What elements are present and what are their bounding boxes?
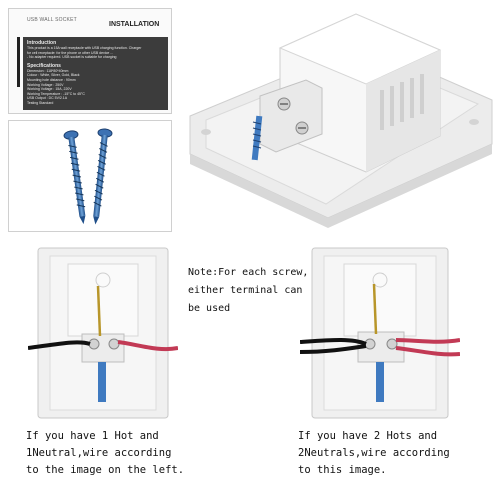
wiring-1hot-1neutral-image [28,247,178,419]
spec-line: Working Voltage : 15A, 220V [27,87,72,92]
socket-back-image [189,13,493,228]
caption-line: to the image on the left. [26,464,185,476]
screws-illustration [63,128,113,225]
screw-icon [63,130,86,225]
manual-header-right: INSTALLATION [109,21,160,28]
caption-line: 1Neutral,wire according [26,447,172,459]
spec-line: Testing Standard [27,100,54,105]
note-line: be used [188,303,231,314]
specifications-heading: Specifications [27,62,61,69]
caption-line: to this image. [298,464,387,476]
spec-line: Colour : White, Silver, Gold, Black [27,73,80,78]
intro-line: This product is a 15A wall receptacle wi… [27,46,142,50]
spec-line: Working Voltage : 250V [27,82,64,87]
intro-line: for cell receptacle: for the phone or ot… [27,50,114,55]
caption-left: If you have 1 Hot and 1Neutral,wire acco… [26,428,216,479]
wiring-2hots-2neutrals-image [300,247,460,419]
manual-header-left: USB WALL SOCKET [27,17,77,23]
screw-icon [93,128,113,225]
caption-right: If you have 2 Hots and 2Neutrals,wire ac… [298,428,498,479]
spec-line: Mounting hole distance : 90mm [27,77,76,82]
manual-edge-mark [17,37,20,87]
spec-line: Dimension : 118*80*40mm [27,68,69,73]
spec-line: USB Output : DC 5V/2.1A [27,96,68,101]
screw-note: Note:For each screw, either terminal can… [188,264,328,318]
caption-line: 2Neutrals,wire according [298,447,450,459]
caption-line: If you have 2 Hots and [298,430,438,442]
introduction-heading: Introduction [27,40,57,46]
spec-line: Working Temperature : -15°C to 45°C [27,91,85,96]
caption-line: If you have 1 Hot and [26,430,159,442]
note-line: Note:For each screw, [188,267,309,278]
manual-text-panel: Introduction This product is a 15A wall … [23,37,168,110]
screws-image [8,120,172,232]
intro-line: - No adapter required. USB socket is sui… [27,55,117,60]
note-line: either terminal can [188,285,303,296]
instruction-manual-image: USB WALL SOCKET INSTALLATION Introductio… [8,8,172,114]
